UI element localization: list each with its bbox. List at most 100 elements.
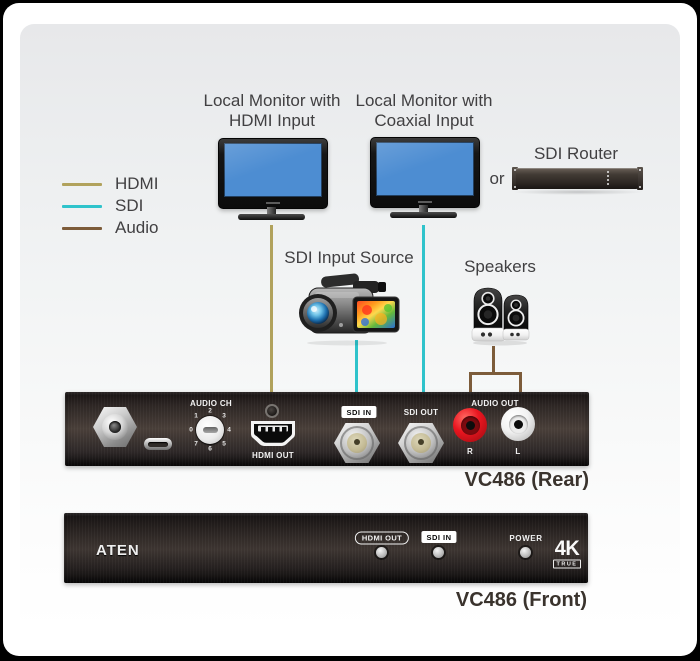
audio-cable-stem: [492, 346, 495, 373]
router-screw-icon: [514, 169, 516, 171]
power-jack-ring: [102, 414, 128, 440]
monitor-hdmi-label: Local Monitor with HDMI Input: [203, 91, 340, 131]
rca-inner-ring: [508, 414, 528, 434]
bnc-pin-hole: [354, 439, 360, 445]
dial-number: 4: [227, 426, 231, 434]
4k-badge: 4K: [554, 537, 580, 560]
monitor-coax: [370, 137, 480, 208]
monitor-hdmi-screen: [224, 143, 322, 197]
router-led-icon: [607, 183, 609, 185]
dial-number: 2: [208, 407, 212, 415]
aten-logo: ATEN: [96, 542, 140, 559]
audio-out-label: AUDIO OUT: [471, 399, 519, 408]
monitor-hdmi: [218, 138, 328, 209]
router-led-icon: [607, 171, 609, 173]
dial-number: 1: [194, 412, 198, 420]
monitor-hdmi-stand-base: [238, 214, 305, 220]
monitor-hdmi-label-line2: HDMI Input: [229, 111, 315, 130]
power-jack-hole: [109, 421, 121, 433]
camcorder-icon: [299, 273, 400, 346]
sdi-out-label: SDI OUT: [403, 408, 439, 417]
vc486-front-panel: ATEN HDMI OUT SDI IN POWER 4K TRUE: [64, 513, 588, 583]
router-screw-icon: [514, 186, 516, 188]
legend-row-hdmi: HDMI: [62, 174, 158, 194]
router-screw-icon: [639, 186, 641, 188]
audio-cable-cross: [469, 372, 522, 375]
bnc-core: [347, 433, 367, 453]
dial-number: 5: [222, 440, 226, 448]
audio-cable-drop-right: [469, 374, 472, 392]
sdi-in-port: [334, 423, 380, 463]
bnc-core: [411, 433, 431, 453]
power-jack: [93, 407, 137, 447]
legend-hdmi-label: HDMI: [115, 174, 159, 193]
router-led-icon: [607, 175, 609, 177]
audio-out-left-jack: [501, 407, 535, 441]
legend-sdi-line: [62, 204, 102, 208]
sdi-router-shadow: [512, 189, 644, 195]
speakers-label: Speakers: [464, 257, 536, 276]
monitor-coax-label-line1: Local Monitor with: [355, 91, 493, 110]
sdi-router-ear-right: [637, 167, 643, 190]
monitor-coax-stand-neck: [419, 205, 428, 213]
legend-audio-line: [62, 226, 102, 230]
sdi-in-led: [433, 547, 444, 558]
audio-ch-dial: [196, 416, 224, 444]
legend-hdmi-line: [62, 182, 102, 186]
front-sdi-in-label: SDI IN: [421, 531, 457, 543]
rear-panel-title: VC486 (Rear): [464, 469, 589, 491]
monitor-hdmi-brand-mark: [266, 202, 280, 204]
power-led: [520, 547, 531, 558]
legend-row-audio: Audio: [62, 218, 158, 238]
mini-usb-slot: [148, 441, 168, 447]
hdmi-cable-line: [270, 225, 273, 406]
4k-true-badge: TRUE: [553, 559, 581, 569]
dial-number: 3: [222, 412, 226, 420]
sdi-out-cable-line: [422, 225, 425, 392]
router-led-icon: [607, 179, 609, 181]
sdi-in-label: SDI IN: [341, 406, 377, 418]
monitor-coax-brand-mark: [418, 201, 432, 203]
speakers-icon: [471, 287, 530, 346]
hdmi-out-label: HDMI OUT: [252, 451, 294, 460]
sdi-router-ear-left: [512, 167, 518, 190]
sdi-router-illustration: [516, 168, 638, 189]
legend-row-sdi: SDI: [62, 196, 143, 216]
router-screw-icon: [639, 169, 641, 171]
hdmi-cable-screw-hole: [265, 404, 279, 418]
monitor-coax-label: Local Monitor with Coaxial Input: [355, 91, 492, 131]
sdi-in-cable-line: [355, 340, 358, 392]
monitor-coax-screen: [376, 142, 474, 196]
legend-sdi-label: SDI: [115, 196, 144, 215]
bnc-ring: [404, 426, 438, 460]
bnc-ring: [340, 426, 374, 460]
legend-audio-label: Audio: [115, 218, 159, 237]
audio-out-right-jack: [453, 408, 487, 442]
power-label: POWER: [509, 534, 543, 543]
bnc-pin-hole: [418, 439, 424, 445]
camera-label: SDI Input Source: [284, 248, 414, 267]
mini-usb-port: [144, 438, 172, 450]
monitor-hdmi-stand-neck: [267, 207, 276, 215]
dial-number: 7: [194, 440, 198, 448]
audio-ch-dial-slot: [202, 427, 218, 433]
front-hdmi-out-label: HDMI OUT: [354, 531, 410, 545]
dial-number: 0: [189, 426, 193, 434]
vc486-rear-panel: AUDIO CH 0 1 2 3 4 5 6 7 HDMI OUT SDI IN: [65, 392, 589, 466]
hdmi-out-led: [376, 547, 387, 558]
monitor-coax-label-line2: Coaxial Input: [374, 111, 474, 130]
audio-cable-drop-left: [519, 374, 522, 392]
dial-number: 6: [208, 445, 212, 453]
sdi-router-label: SDI Router: [533, 144, 619, 163]
or-text: or: [489, 169, 505, 188]
sdi-out-port: [398, 423, 444, 463]
audio-ch-label: AUDIO CH: [190, 399, 232, 408]
audio-out-right-letter: R: [466, 447, 474, 456]
hdmi-out-port: [251, 421, 295, 446]
monitor-hdmi-label-line1: Local Monitor with: [203, 91, 341, 110]
monitor-coax-stand-base: [390, 212, 457, 218]
rca-hole: [465, 420, 475, 430]
audio-out-left-letter: L: [515, 447, 521, 456]
front-panel-title: VC486 (Front): [455, 589, 587, 611]
